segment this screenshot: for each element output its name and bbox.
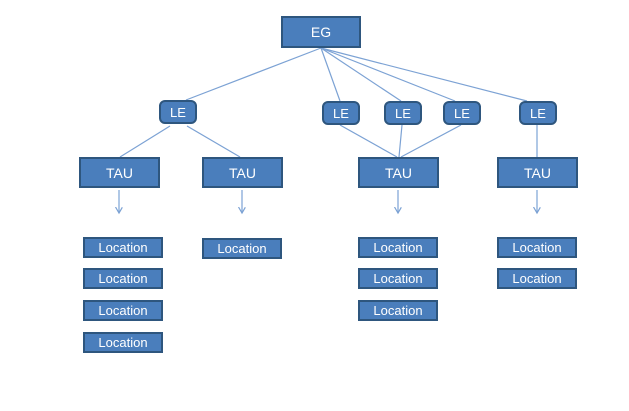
node-tau-4: TAU	[497, 157, 578, 188]
connector-eg-le4	[320, 47, 456, 102]
connector-le4-tau3	[400, 124, 462, 158]
node-location: Location	[497, 268, 577, 289]
node-location: Location	[202, 238, 282, 259]
node-location: Location	[83, 332, 163, 353]
connector-le1-tau2	[186, 125, 241, 158]
node-tau-2: TAU	[202, 157, 283, 188]
connector-le2-tau3	[339, 124, 398, 158]
node-location: Location	[83, 237, 163, 258]
node-location: Location	[358, 237, 438, 258]
connector-eg-le2	[320, 47, 341, 102]
node-le-1: LE	[159, 100, 197, 124]
node-location: Location	[358, 300, 438, 321]
node-eg: EG	[281, 16, 361, 48]
node-le-5: LE	[519, 101, 557, 125]
node-location: Location	[83, 300, 163, 321]
node-tau-1: TAU	[79, 157, 160, 188]
node-le-3: LE	[384, 101, 422, 125]
node-location: Location	[83, 268, 163, 289]
connector-eg-le3	[320, 47, 402, 102]
node-location: Location	[497, 237, 577, 258]
node-le-2: LE	[322, 101, 360, 125]
connector-le1-tau1	[119, 125, 171, 158]
connector-le3-tau3	[398, 124, 403, 158]
connector-eg-le1	[185, 47, 322, 101]
connector-eg-le5	[320, 47, 528, 102]
node-le-4: LE	[443, 101, 481, 125]
node-tau-3: TAU	[358, 157, 439, 188]
node-location: Location	[358, 268, 438, 289]
